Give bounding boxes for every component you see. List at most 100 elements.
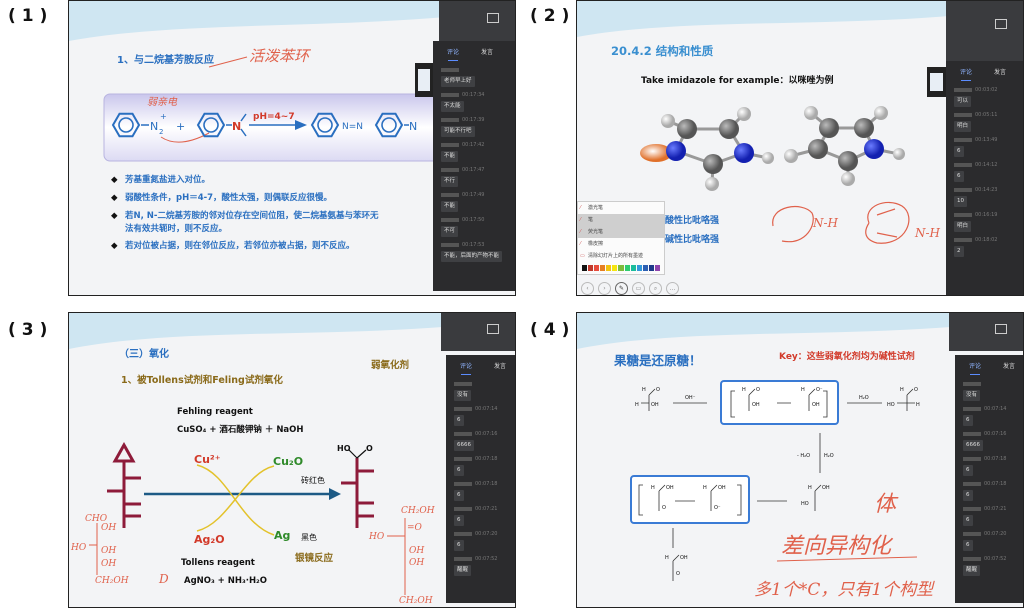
silver: Ag [274, 529, 290, 542]
slides-icon[interactable]: ▭ [632, 282, 645, 295]
svg-text:H: H [703, 485, 707, 491]
tab-speak[interactable]: 发言 [1003, 363, 1016, 370]
message-text: 不太能 [441, 101, 464, 112]
tab-comments[interactable]: 评论 [447, 49, 459, 61]
video-area [439, 1, 515, 41]
svg-text:O⁻: O⁻ [816, 387, 823, 393]
screen-icon[interactable] [995, 324, 1007, 335]
sender-name [963, 431, 981, 436]
zoom-icon[interactable]: ⌕ [649, 282, 662, 295]
pen-icon[interactable]: ✎ [615, 282, 628, 295]
color-swatch[interactable] [618, 265, 624, 271]
message-time: 00:07:14 [475, 406, 498, 412]
panel-label-3: (3) [8, 320, 54, 340]
color-swatch[interactable] [612, 265, 618, 271]
tab-comments[interactable]: 评论 [460, 363, 472, 375]
menu-item-eraser[interactable]: ⁄橡皮擦 [580, 241, 604, 247]
tab-comments[interactable]: 评论 [969, 363, 981, 375]
color-swatch[interactable] [630, 265, 636, 271]
handwritten-rings [772, 201, 910, 244]
menu-label: 橡皮擦 [588, 241, 604, 247]
next-icon[interactable]: › [598, 282, 611, 295]
black-label: 黑色 [301, 532, 317, 542]
slide-title: 20.4.2 结构和性质 [611, 44, 714, 58]
color-swatch[interactable] [600, 265, 606, 271]
bullet-item: 若对位被占据，则在邻位反应，若邻位亦被占据，则不反应。 [124, 240, 355, 251]
screen-icon[interactable] [995, 19, 1007, 29]
bullet-item: 弱酸性条件，pH＝4-7，酸性太强，则偶联反应很慢。 [125, 192, 332, 203]
ink-color-palette[interactable] [578, 262, 664, 274]
screen-icon[interactable] [487, 324, 499, 335]
more-icon[interactable]: … [666, 282, 679, 295]
message-text: 老师早上好 [441, 76, 475, 87]
slide-thumbnail[interactable] [927, 67, 946, 97]
message-time: 00:07:21 [984, 506, 1007, 512]
menu-item-highlighter[interactable]: ⁄荧光笔 [578, 226, 664, 238]
menu-item-pen[interactable]: ⁄笔 [578, 214, 664, 226]
color-swatch[interactable] [648, 265, 654, 271]
message-time: 00:07:18 [984, 456, 1007, 462]
copper-arrow [196, 465, 275, 532]
sender-name [963, 531, 981, 536]
message-text: 不能 [441, 151, 459, 162]
message-text: 10 [954, 196, 967, 207]
color-swatch[interactable] [654, 265, 661, 271]
color-swatch[interactable] [582, 265, 588, 271]
carboxyl-ho: HO [337, 444, 351, 453]
svg-text:CH₂OH: CH₂OH [95, 576, 129, 586]
message-text: 不能，后面的产物不能 [441, 251, 503, 262]
sender-name [441, 67, 459, 72]
color-swatch[interactable] [636, 265, 642, 271]
message-text: 6 [954, 146, 964, 157]
color-swatch[interactable] [588, 265, 594, 271]
sender-name [441, 92, 459, 97]
sender-name [963, 381, 981, 386]
svg-text:O: O [914, 387, 918, 393]
svg-text:O: O [756, 387, 760, 393]
sender-name [454, 506, 472, 511]
color-swatch[interactable] [624, 265, 630, 271]
sender-name [441, 192, 459, 197]
svg-text:CH₂OH: CH₂OH [399, 596, 433, 606]
color-swatch[interactable] [642, 265, 648, 271]
svg-text:OH: OH [666, 485, 674, 491]
svg-text:OH: OH [718, 485, 726, 491]
svg-text:◆: ◆ [111, 193, 118, 203]
carboxyl-o: O [366, 444, 373, 453]
panel-label-4: (4) [530, 320, 576, 340]
color-swatch[interactable] [606, 265, 612, 271]
slide-thumbnail[interactable] [415, 63, 433, 97]
panel-label-2: (2) [530, 6, 576, 26]
tab-comments[interactable]: 评论 [960, 69, 972, 81]
tab-speak[interactable]: 发言 [494, 363, 507, 370]
bullet-item: 若N, N-二烷基芳胺的邻对位存在空间位阻，使二烷基氨基与苯环无 [124, 210, 379, 221]
svg-text:O: O [662, 505, 666, 511]
menu-item-clear-ink[interactable]: ▭清除幻灯片上的所有墨迹 [580, 253, 644, 259]
message-text: 没有 [963, 390, 981, 401]
sender-name [963, 506, 981, 511]
video-area [949, 313, 1023, 351]
screen-icon[interactable] [487, 13, 499, 23]
menu-item-laser-pointer[interactable]: ⁄激光笔 [580, 205, 604, 211]
tab-speak[interactable]: 发言 [994, 69, 1007, 76]
azo-group: N=N [342, 122, 363, 132]
message-text: 醒醒 [454, 565, 472, 576]
svg-text:OH: OH [101, 559, 116, 569]
svg-text:O: O [676, 571, 680, 577]
tab-speak[interactable]: 发言 [481, 49, 494, 56]
svg-text:OH: OH [752, 402, 760, 408]
color-swatch[interactable] [594, 265, 600, 271]
previous-icon[interactable]: ‹ [581, 282, 594, 295]
chat-tabs: 评论 发言 [946, 61, 1023, 81]
header-swoosh [69, 313, 515, 349]
